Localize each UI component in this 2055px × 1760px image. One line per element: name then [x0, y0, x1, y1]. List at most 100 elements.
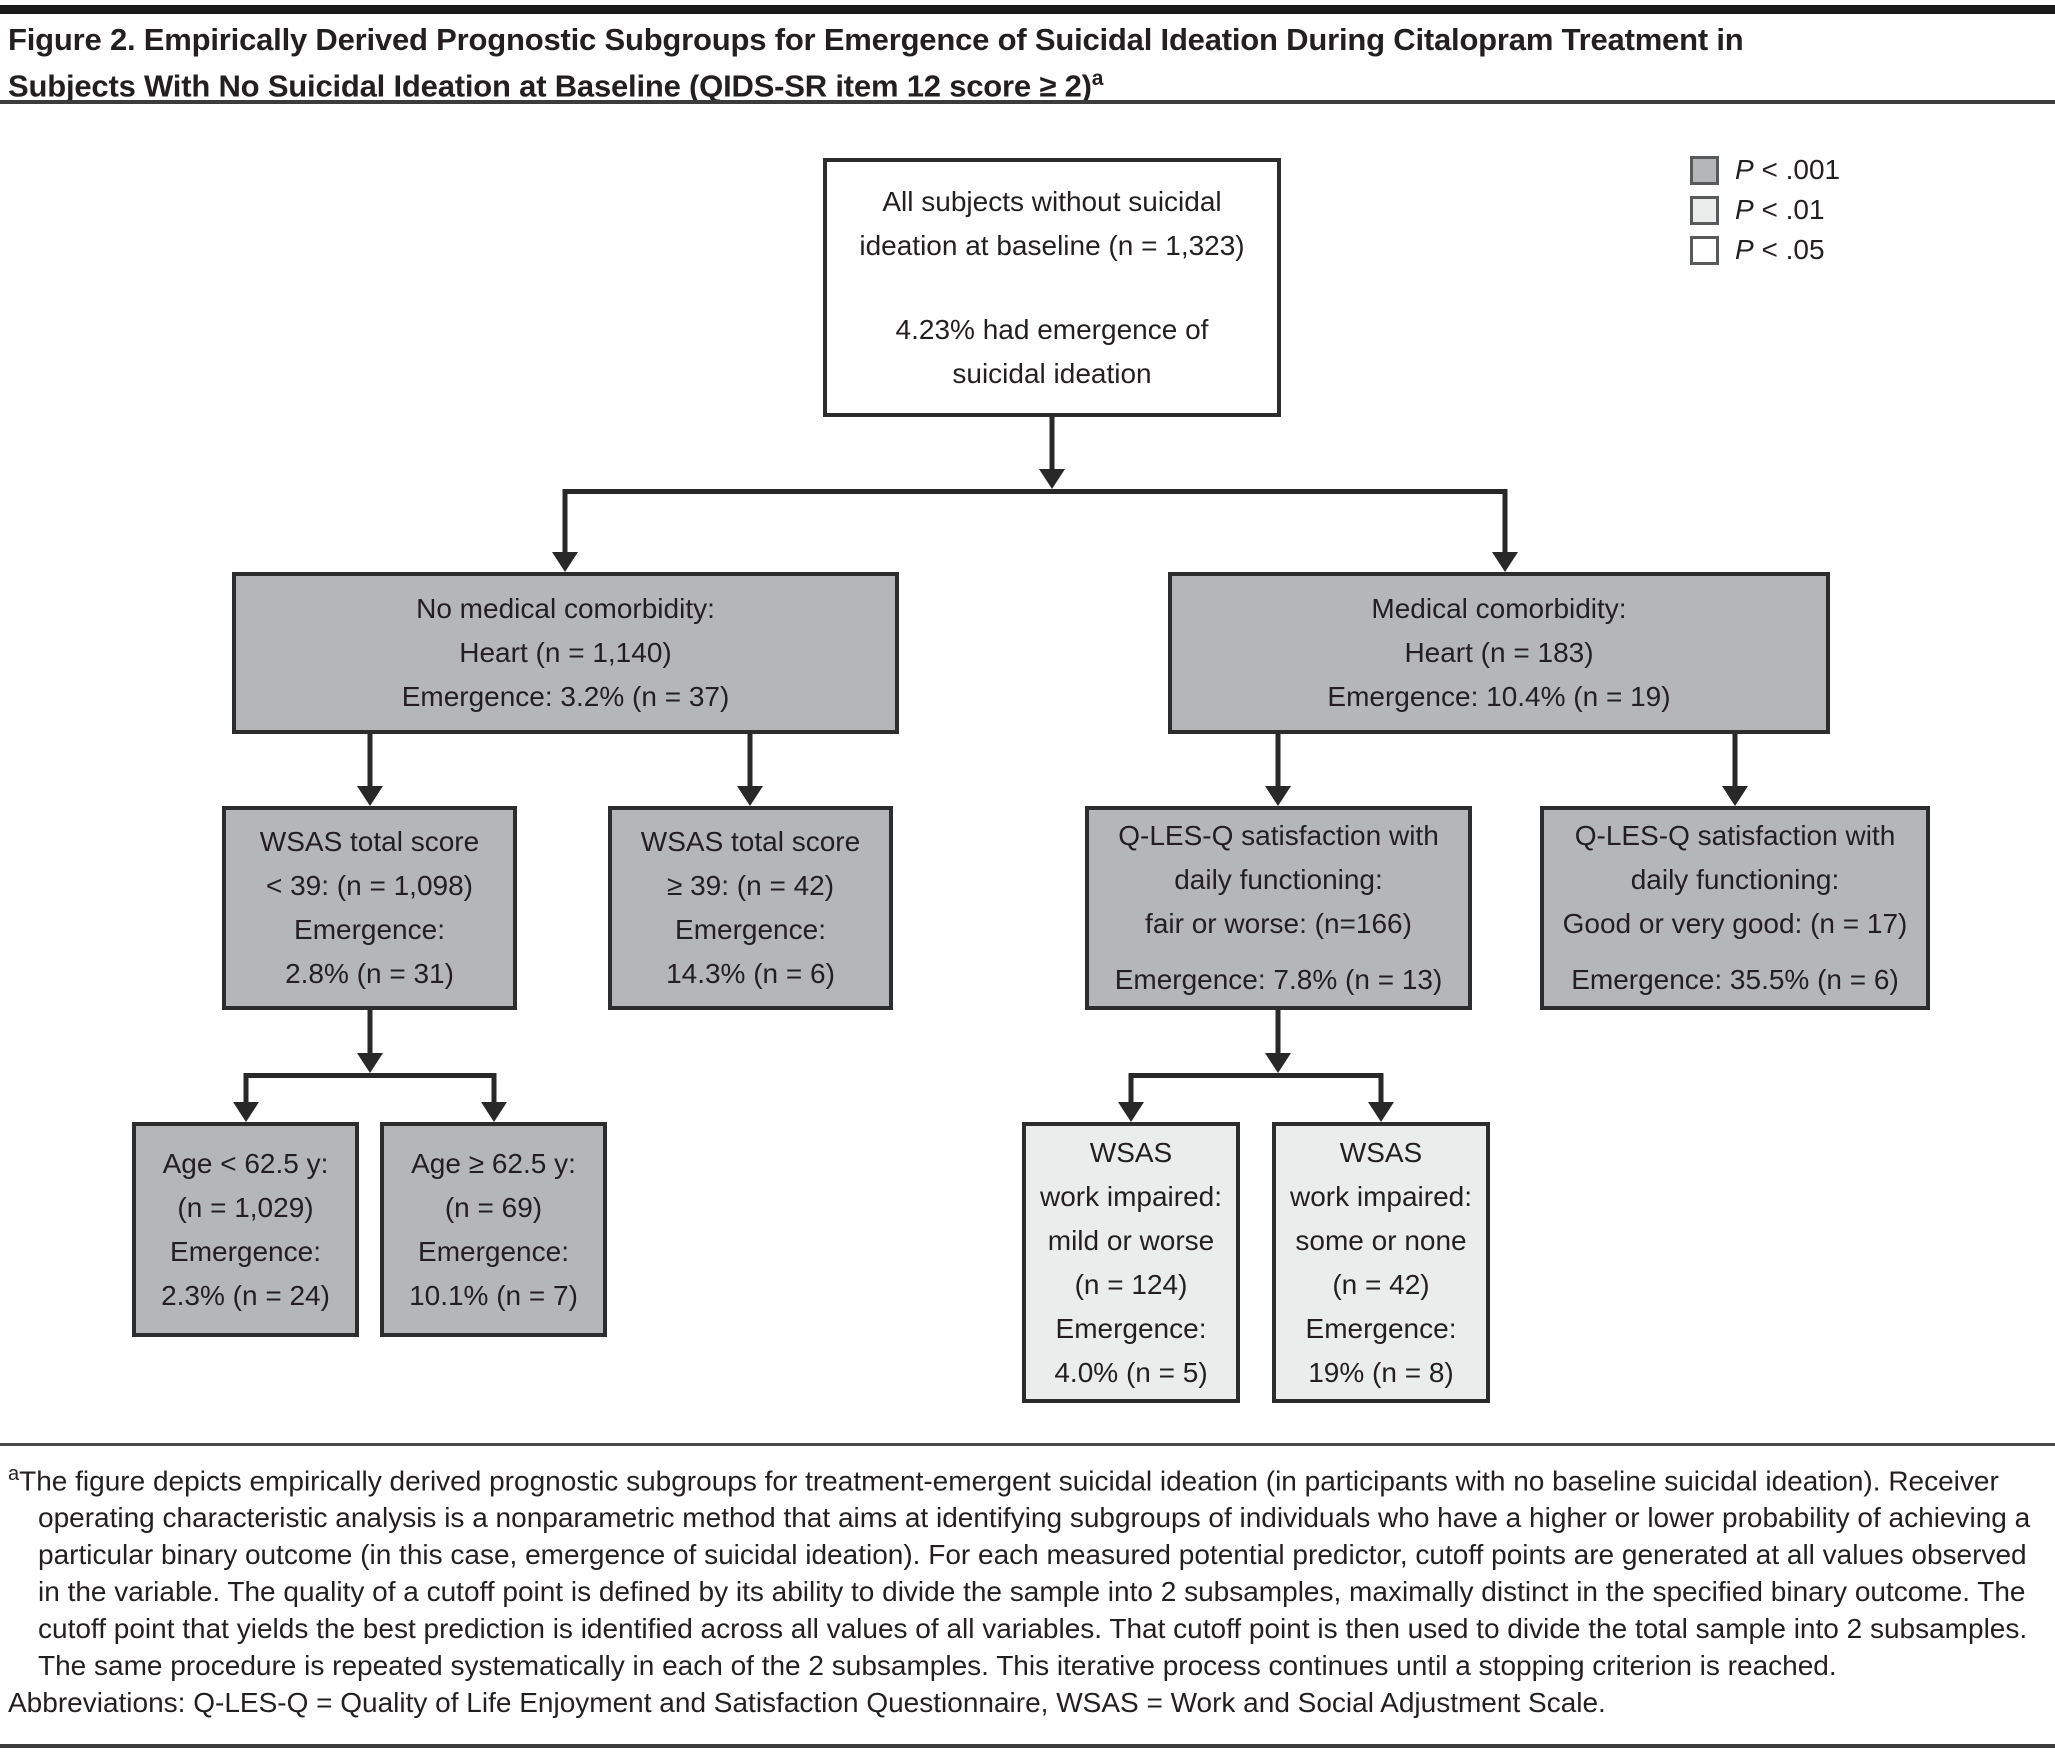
legend-item-p01: P < .01: [1690, 190, 1840, 230]
connector-drop-wsas-ge39: [747, 734, 753, 786]
node-wsas-work-impaired-mild: WSAS work impaired: mild or worse (n = 1…: [1022, 1122, 1240, 1403]
node-qlesq-good-or-very-good: Q-LES-Q satisfaction with daily function…: [1540, 806, 1930, 1010]
node-line: 19% (n = 8): [1308, 1356, 1454, 1388]
node-line: All subjects without suicidal: [882, 185, 1222, 217]
connector-drop-age-lt: [243, 1073, 249, 1102]
node-age-lt-62-5: Age < 62.5 y: (n = 1,029) Emergence: 2.3…: [132, 1122, 359, 1337]
node-line: Emergence:: [1055, 1312, 1207, 1344]
legend-swatch-p01: [1690, 195, 1719, 225]
node-line: (n = 42): [1332, 1268, 1430, 1300]
footnote: aThe figure depicts empirically derived …: [8, 1456, 2042, 1721]
node-line: WSAS total score: [640, 826, 861, 857]
connector-arrowhead-no-comorbidity: [552, 552, 578, 572]
node-line: Emergence: 3.2% (n = 37): [401, 681, 730, 712]
abbreviations-line: Abbreviations: Q-LES-Q = Quality of Life…: [8, 1687, 1606, 1719]
node-line: No medical comorbidity:: [416, 593, 715, 624]
node-line-gap: [827, 268, 1277, 308]
node-line: 14.3% (n = 6): [666, 958, 835, 989]
node-line: daily functioning:: [1630, 864, 1840, 895]
connector-stem-work-split: [1275, 1010, 1281, 1053]
node-age-ge-62-5: Age ≥ 62.5 y: (n = 69) Emergence: 10.1% …: [380, 1122, 607, 1337]
connector-arrowhead-work-some: [1368, 1102, 1394, 1122]
node-line: Heart (n = 1,140): [459, 637, 672, 668]
node-line: daily functioning:: [1174, 864, 1383, 895]
connector-drop-age-ge: [491, 1073, 497, 1102]
connector-arrowhead-age-lt: [233, 1102, 259, 1122]
node-line: 2.3% (n = 24): [161, 1279, 330, 1311]
node-line: Q-LES-Q satisfaction with: [1574, 820, 1896, 851]
connector-arrowhead-qlesq-good: [1722, 786, 1748, 806]
node-line: (n = 69): [444, 1191, 543, 1223]
node-line: 10.1% (n = 7): [409, 1279, 578, 1311]
node-no-medical-comorbidity: No medical comorbidity: Heart (n = 1,140…: [232, 572, 899, 734]
connector-crossbar-work-split: [1131, 1073, 1381, 1078]
legend: P < .001 P < .01 P < .05: [1690, 150, 1840, 270]
node-root-all-subjects: All subjects without suicidal ideation a…: [823, 158, 1281, 417]
figure-title-line2: Subjects With No Suicidal Ideation at Ba…: [8, 67, 1104, 104]
node-line: Emergence: 10.4% (n = 19): [1327, 681, 1671, 712]
node-qlesq-fair-or-worse: Q-LES-Q satisfaction with daily function…: [1085, 806, 1472, 1010]
node-line: WSAS: [1089, 1136, 1173, 1168]
legend-label-p01: P < .01: [1735, 194, 1825, 225]
node-wsas-work-impaired-some: WSAS work impaired: some or none (n = 42…: [1272, 1122, 1490, 1403]
connector-drop-qlesq-good: [1732, 734, 1738, 786]
node-line: suicidal ideation: [952, 357, 1152, 389]
node-line: fair or worse: (n=166): [1145, 908, 1412, 939]
connector-drop-no-comorbidity: [562, 489, 568, 552]
title-divider: [0, 100, 2055, 104]
connector-arrowhead-age-split: [357, 1053, 383, 1073]
node-line: Age < 62.5 y:: [162, 1147, 329, 1179]
node-line: Emergence:: [418, 1235, 569, 1267]
connector-drop-comorbidity: [1502, 489, 1508, 552]
legend-swatch-p05: [1690, 235, 1719, 265]
node-wsas-lt-39: WSAS total score < 39: (n = 1,098) Emerg…: [222, 806, 517, 1010]
node-line: Heart (n = 183): [1404, 637, 1594, 668]
connector-arrowhead-wsas-ge39: [737, 786, 763, 806]
connector-arrowhead-wsas-lt39: [357, 786, 383, 806]
legend-item-p001: P < .001: [1690, 150, 1840, 190]
bottom-border-bar: [0, 1744, 2055, 1748]
node-line: (n = 1,029): [177, 1191, 314, 1223]
connector-drop-work-mild: [1128, 1073, 1134, 1102]
node-line: Good or very good: (n = 17): [1562, 908, 1908, 939]
node-line: (n = 124): [1074, 1268, 1188, 1300]
node-line: < 39: (n = 1,098): [265, 870, 474, 901]
node-line: Emergence: 7.8% (n = 13): [1114, 964, 1443, 995]
connector-drop-qlesq-fair: [1275, 734, 1281, 786]
node-line: 4.0% (n = 5): [1054, 1356, 1208, 1388]
top-border-bar: [0, 5, 2055, 14]
connector-arrowhead-qlesq-fair: [1265, 786, 1291, 806]
legend-swatch-p001: [1690, 155, 1719, 185]
node-medical-comorbidity: Medical comorbidity: Heart (n = 183) Eme…: [1168, 572, 1830, 734]
connector-root-stem: [1049, 417, 1055, 469]
node-line: Q-LES-Q satisfaction with: [1118, 820, 1439, 851]
legend-label-p05: P < .05: [1735, 234, 1825, 265]
connector-arrowhead-work-split: [1265, 1053, 1291, 1073]
connector-root-arrowhead: [1039, 469, 1065, 489]
footnote-divider: [0, 1443, 2055, 1446]
figure-title: Figure 2. Empirically Derived Prognostic…: [8, 20, 2047, 105]
node-line: some or none: [1295, 1224, 1467, 1256]
title-footnote-marker: a: [1091, 67, 1104, 90]
node-line: Emergence:: [170, 1235, 321, 1267]
legend-item-p05: P < .05: [1690, 230, 1840, 270]
connector-drop-wsas-lt39: [367, 734, 373, 786]
node-line: Emergence: 35.5% (n = 6): [1571, 964, 1899, 995]
connector-arrowhead-age-ge: [481, 1102, 507, 1122]
node-line: Medical comorbidity:: [1371, 593, 1627, 624]
node-line-gap: [1089, 946, 1468, 958]
footnote-text: aThe figure depicts empirically derived …: [8, 1463, 2031, 1682]
node-line: ≥ 39: (n = 42): [666, 870, 835, 901]
node-line: 4.23% had emergence of: [895, 313, 1209, 345]
connector-arrowhead-comorbidity: [1492, 552, 1518, 572]
connector-arrowhead-work-mild: [1118, 1102, 1144, 1122]
legend-label-p001: P < .001: [1735, 154, 1841, 185]
figure-title-line1: Figure 2. Empirically Derived Prognostic…: [8, 22, 1744, 57]
node-line-gap: [1544, 946, 1926, 958]
connector-stem-age-split: [367, 1010, 373, 1053]
node-line: work impaired:: [1039, 1180, 1223, 1212]
node-line: Emergence:: [294, 914, 445, 945]
footnote-marker: a: [8, 1463, 20, 1485]
node-line: mild or worse: [1047, 1224, 1215, 1256]
